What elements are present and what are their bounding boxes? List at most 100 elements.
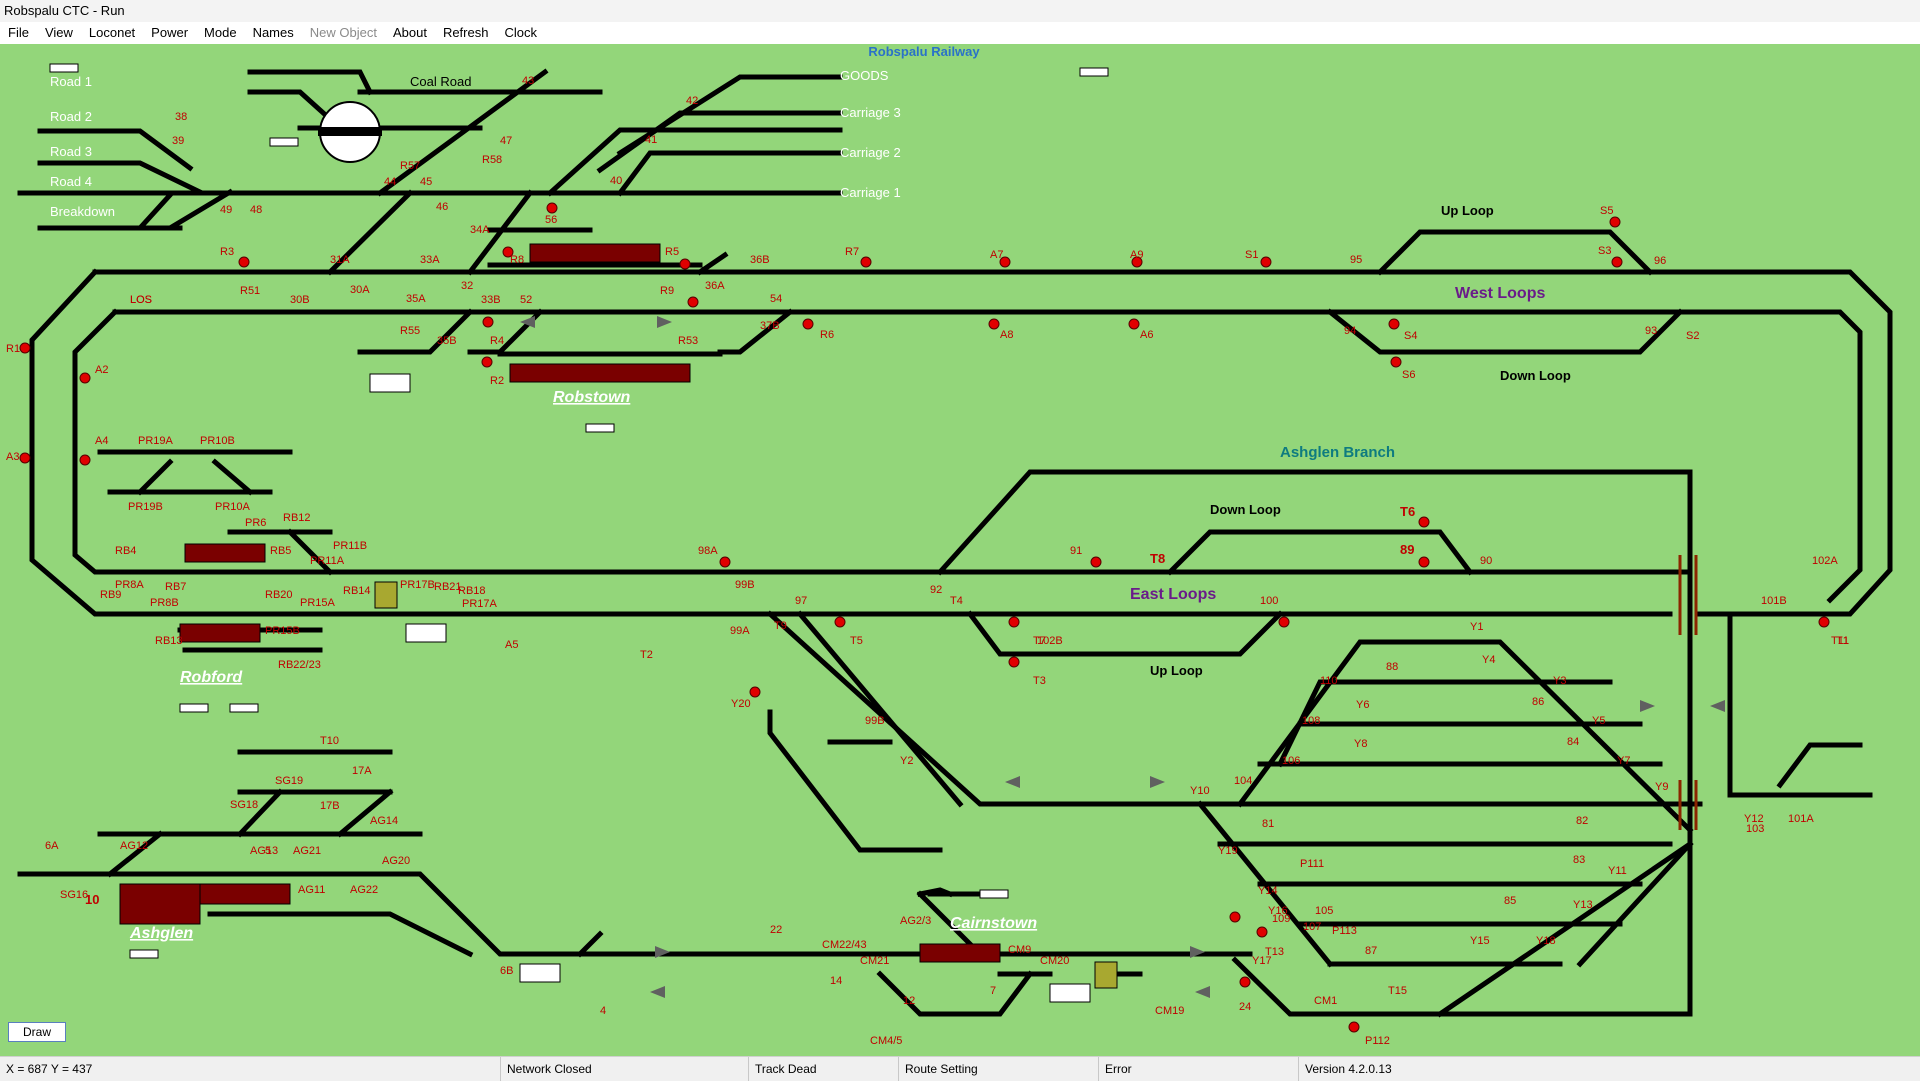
track-label: RB5 bbox=[270, 545, 291, 557]
track-label: 92 bbox=[930, 584, 942, 596]
track-label: LOS bbox=[130, 294, 152, 306]
track-label: RB13 bbox=[155, 635, 183, 647]
menu-power[interactable]: Power bbox=[151, 25, 189, 40]
track-label: 104 bbox=[1234, 775, 1252, 787]
track-label: Y20 bbox=[731, 698, 751, 710]
track-label: 39 bbox=[172, 135, 184, 147]
draw-button[interactable]: Draw bbox=[8, 1022, 66, 1042]
yard-carriage-2: Carriage 2 bbox=[840, 145, 901, 160]
track-label: R3 bbox=[220, 246, 234, 258]
track-label: PR10A bbox=[215, 501, 251, 513]
track-label: R57 bbox=[400, 160, 420, 172]
track-label: 37B bbox=[760, 320, 780, 332]
turntable[interactable] bbox=[318, 101, 382, 163]
track-label: AG13 bbox=[250, 845, 278, 857]
track-label: 101A bbox=[1788, 813, 1814, 825]
menu-clock[interactable]: Clock bbox=[504, 25, 537, 40]
layout-title: Robspalu Railway bbox=[868, 44, 980, 59]
track-label: 5 bbox=[265, 845, 271, 857]
track-label: PR11B bbox=[333, 540, 367, 552]
status-route: Route Setting bbox=[898, 1057, 978, 1081]
track-label: 33B bbox=[481, 294, 501, 306]
yard-road-4: Road 4 bbox=[50, 174, 92, 189]
track-label: R5 bbox=[665, 246, 679, 258]
track-label: 108 bbox=[1302, 715, 1320, 727]
track-label: T10 bbox=[320, 735, 339, 747]
track-label: T13 bbox=[1265, 946, 1284, 958]
section-west-loops: West Loops bbox=[1455, 285, 1545, 302]
menu-about[interactable]: About bbox=[392, 25, 427, 40]
track-diagram[interactable]: Robspalu Railway Road 1 Road 2 Road 3 Ro… bbox=[0, 0, 1920, 1056]
track-label: 84 bbox=[1567, 736, 1579, 748]
label-boxes[interactable] bbox=[49, 63, 1109, 1003]
section-coal-road: Coal Road bbox=[410, 74, 471, 89]
track-label: 97 bbox=[795, 595, 807, 607]
track-label: Y13 bbox=[1573, 899, 1593, 911]
track-label: 82 bbox=[1576, 815, 1588, 827]
track-label: PR19B bbox=[128, 501, 163, 513]
direction-arrows[interactable] bbox=[520, 316, 1725, 998]
track-label: 106 bbox=[1282, 755, 1300, 767]
track-label: PR8A bbox=[115, 579, 144, 591]
menu-mode[interactable]: Mode bbox=[204, 25, 237, 40]
menu-refresh[interactable]: Refresh bbox=[442, 25, 489, 40]
track-label: 35A bbox=[406, 293, 426, 305]
track-label: 36A bbox=[705, 280, 725, 292]
track-diagram-canvas[interactable]: Robspalu Railway Road 1 Road 2 Road 3 Ro… bbox=[0, 0, 1920, 1056]
track-label: AG12 bbox=[120, 840, 148, 852]
track-label: 41 bbox=[645, 134, 657, 146]
track-label: 100 bbox=[1260, 595, 1278, 607]
yard-road-3: Road 3 bbox=[50, 144, 92, 159]
track-label: 102A bbox=[1812, 555, 1838, 567]
track-label: 46 bbox=[436, 201, 448, 213]
track-label: R8 bbox=[510, 254, 524, 266]
track-label: RB18 bbox=[458, 585, 486, 597]
track-label: PR17B bbox=[400, 579, 435, 591]
yard-labels: Road 1 Road 2 Road 3 Road 4 Breakdown GO… bbox=[50, 68, 901, 219]
track-label: T15 bbox=[1388, 985, 1407, 997]
track-label: 48 bbox=[250, 204, 262, 216]
track-label: T7 bbox=[1033, 635, 1046, 647]
track-label: A8 bbox=[1000, 329, 1013, 341]
track-label: LOS bbox=[130, 294, 152, 306]
track-label: 31A bbox=[330, 254, 350, 266]
yard-road-1: Road 1 bbox=[50, 74, 92, 89]
menu-file[interactable]: File bbox=[8, 25, 29, 40]
menu-loconet[interactable]: Loconet bbox=[88, 25, 136, 40]
track-label: Y11 bbox=[1608, 865, 1627, 877]
track-label: 87 bbox=[1365, 945, 1377, 957]
track-label: 105 bbox=[1315, 905, 1333, 917]
track-label: PR19A bbox=[138, 435, 174, 447]
track-label: P111 bbox=[1300, 858, 1324, 870]
track-label: A2 bbox=[95, 364, 108, 376]
track-label: RB4 bbox=[115, 545, 136, 557]
menu-names[interactable]: Names bbox=[252, 25, 294, 40]
level-crossings[interactable] bbox=[374, 581, 1118, 989]
track-label: 45 bbox=[420, 176, 432, 188]
track-label: S6 bbox=[1402, 369, 1415, 381]
track-label: Y1 bbox=[1470, 621, 1483, 633]
track-label: A7 bbox=[990, 249, 1003, 261]
section-breaks bbox=[1678, 555, 1698, 830]
status-version: Version 4.2.0.13 bbox=[1298, 1057, 1392, 1081]
track-label: 40 bbox=[610, 175, 622, 187]
track-label: 103 bbox=[1746, 823, 1764, 835]
track-label: 88 bbox=[1386, 661, 1398, 673]
menu-view[interactable]: View bbox=[44, 25, 73, 40]
track-label: PR6 bbox=[245, 517, 266, 529]
track-label: 99B bbox=[735, 579, 755, 591]
track-label: T8 bbox=[1150, 551, 1165, 566]
track-label: 109 bbox=[1272, 913, 1290, 925]
track-label: CM22/43 bbox=[822, 939, 867, 951]
track-label: CM20 bbox=[1040, 955, 1069, 967]
track-label: 33A bbox=[420, 254, 440, 266]
track-label: S5 bbox=[1600, 205, 1613, 217]
signal-heads[interactable] bbox=[19, 202, 1830, 1033]
section-east-loops: East Loops bbox=[1130, 586, 1216, 603]
track-label: Y15 bbox=[1470, 935, 1490, 947]
track-label: 12 bbox=[903, 995, 915, 1007]
track-label: S4 bbox=[1404, 330, 1417, 342]
track-label: PR10B bbox=[200, 435, 235, 447]
track-label: R55 bbox=[400, 325, 420, 337]
